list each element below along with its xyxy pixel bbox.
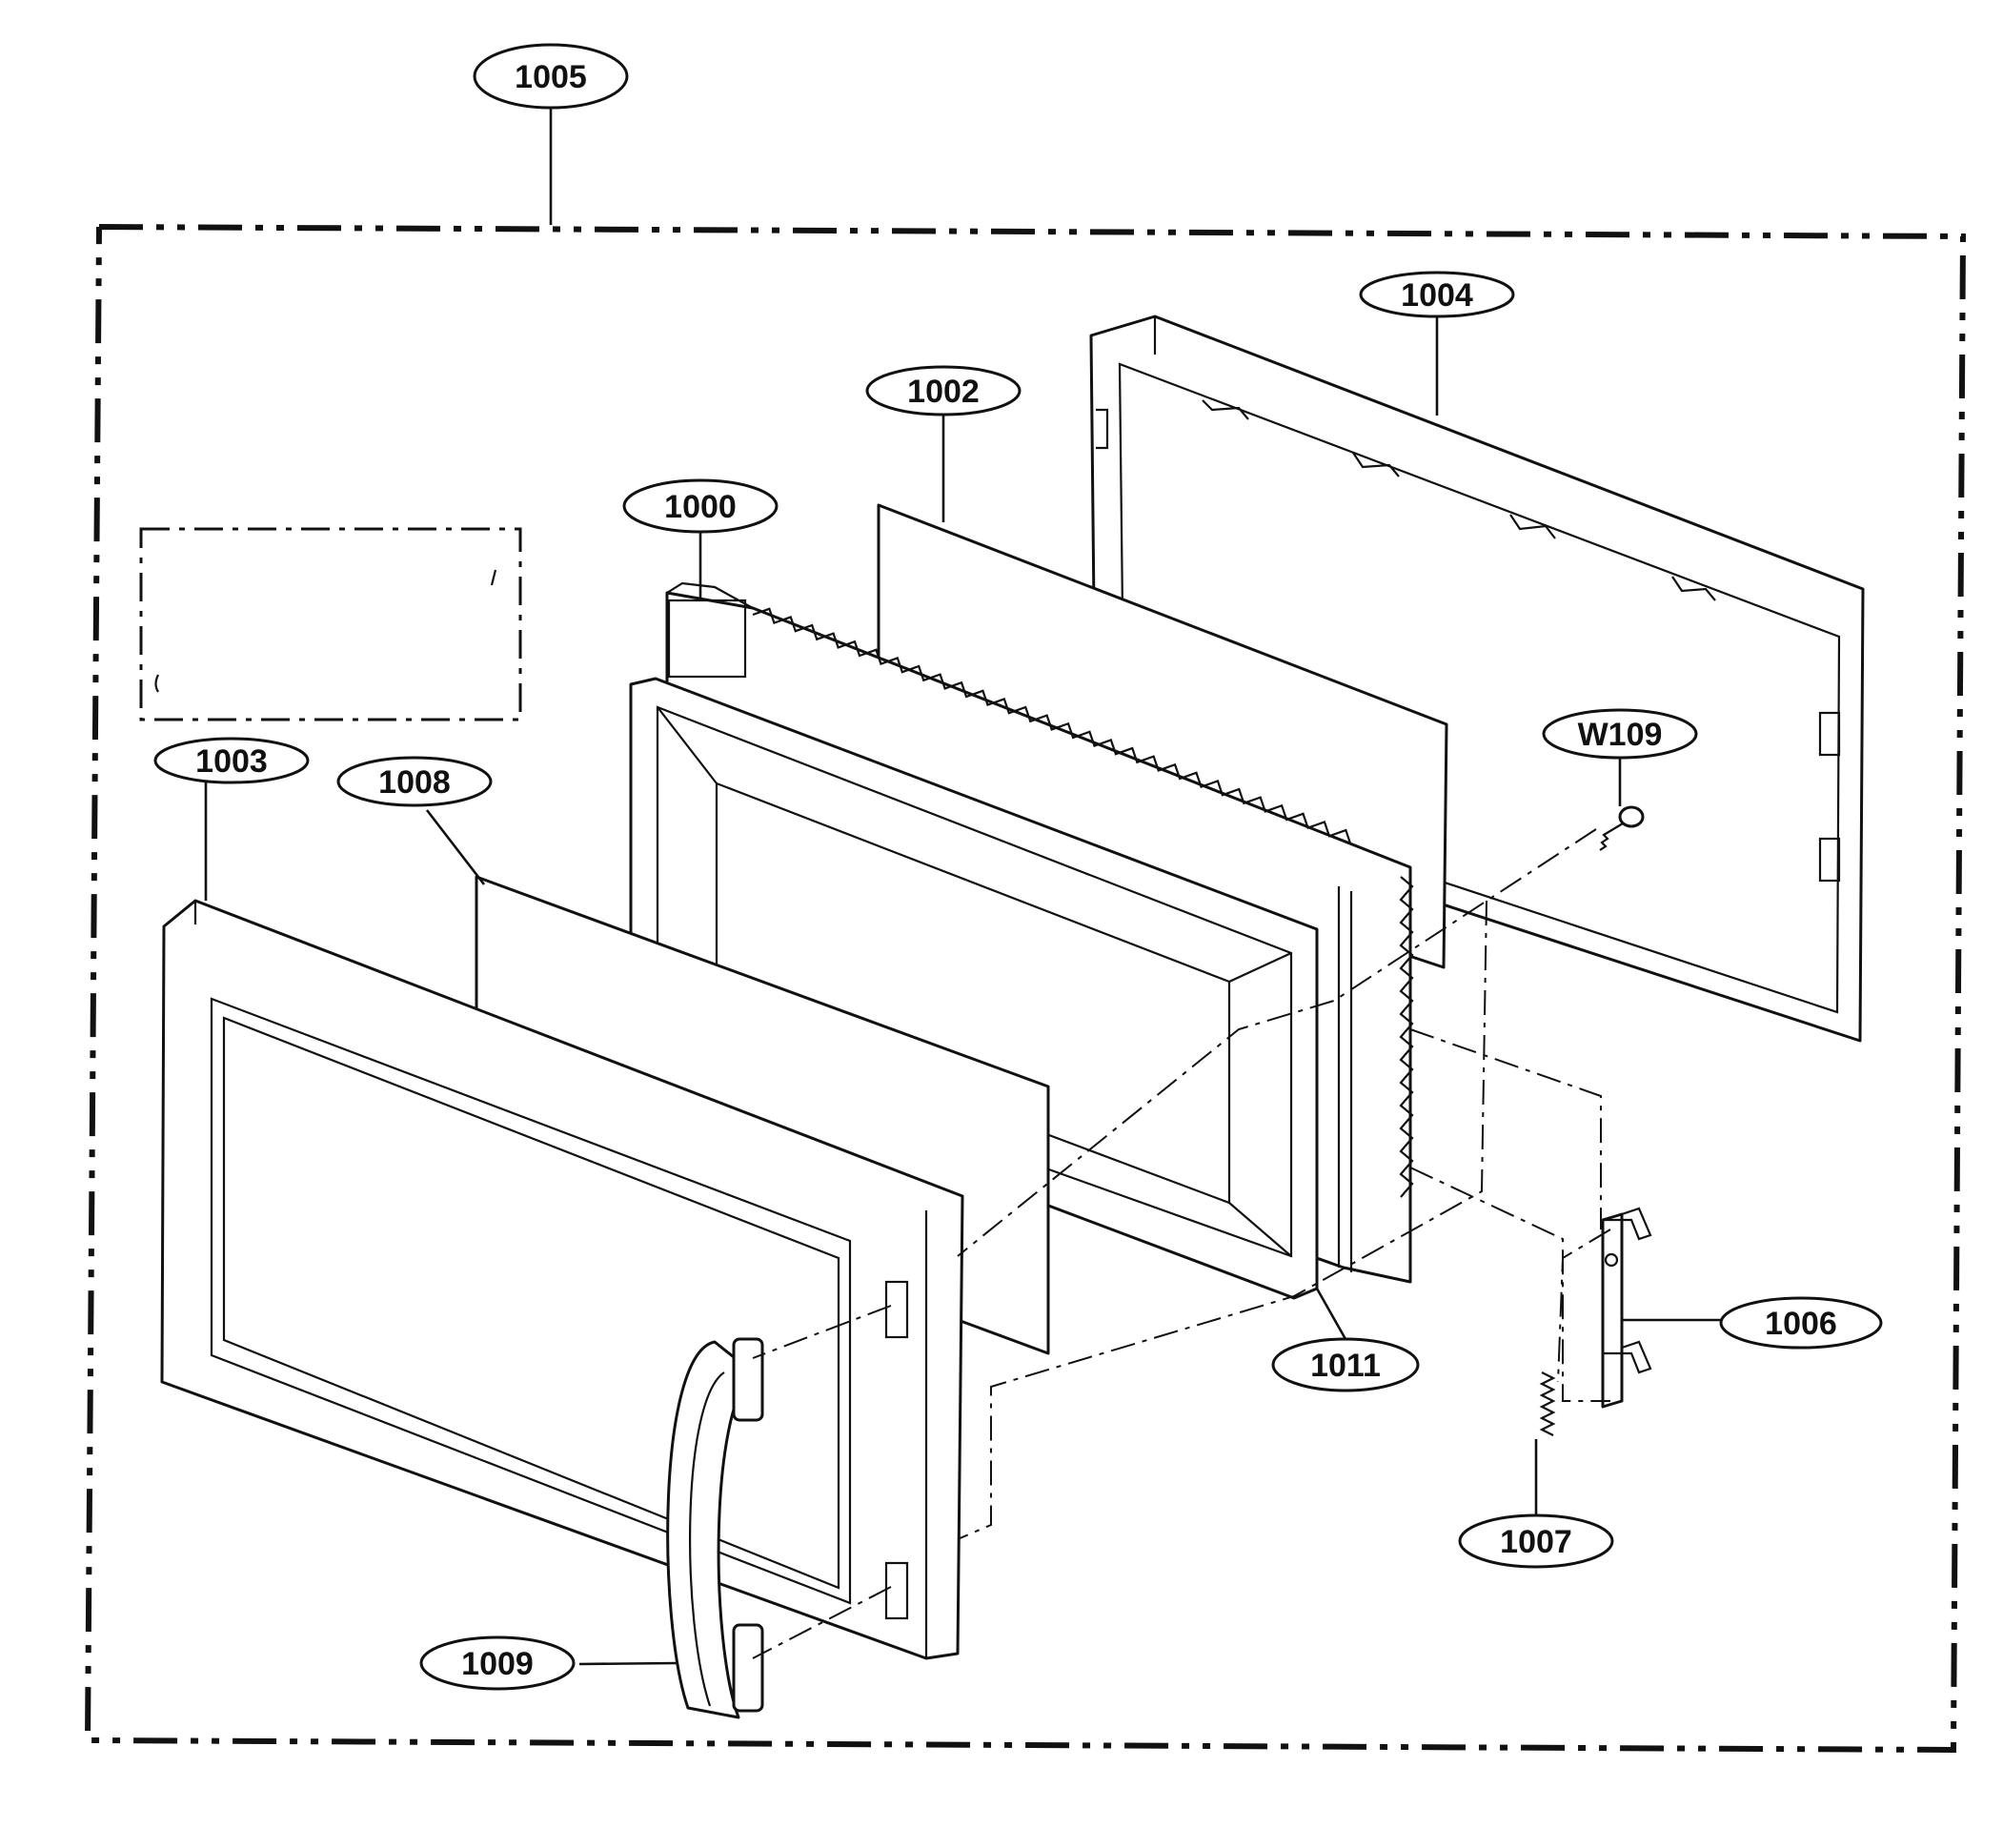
spring-part [1539, 1371, 1556, 1436]
callout-1002-label: 1002 [907, 374, 980, 410]
callout-1002: 1002 [865, 365, 1022, 416]
callout-1003-label: 1003 [195, 743, 268, 780]
callout-1008-label: 1008 [378, 764, 451, 801]
callout-1011-label: 1011 [1310, 1348, 1381, 1384]
callout-1004: 1004 [1359, 271, 1515, 318]
callout-1000-label: 1000 [664, 489, 737, 525]
outer-door-part [160, 899, 964, 1660]
callout-1009-label: 1009 [461, 1646, 534, 1682]
assembly-boundary [84, 224, 1967, 1754]
callout-1003: 1003 [153, 737, 310, 784]
callout-1006: 1006 [1719, 1296, 1883, 1350]
callout-1006-label: 1006 [1765, 1306, 1837, 1342]
callout-1008: 1008 [336, 756, 493, 807]
latch-part [1601, 1207, 1652, 1409]
callout-1000: 1000 [622, 478, 779, 534]
handle-part [666, 1337, 764, 1719]
leader-lines [204, 108, 1725, 1666]
callout-1007: 1007 [1458, 1513, 1614, 1569]
callout-1004-label: 1004 [1401, 277, 1473, 314]
sub-box [139, 527, 522, 721]
callout-w109: W109 [1542, 708, 1698, 760]
screw-part [1599, 805, 1645, 851]
callout-1007-label: 1007 [1500, 1524, 1572, 1560]
callout-w109-label: W109 [1578, 717, 1663, 753]
alignment-lines [752, 828, 1611, 1659]
callout-1011: 1011 [1271, 1337, 1420, 1392]
callout-1005: 1005 [473, 43, 629, 110]
callout-1009: 1009 [419, 1635, 576, 1691]
callout-1005-label: 1005 [515, 59, 587, 95]
